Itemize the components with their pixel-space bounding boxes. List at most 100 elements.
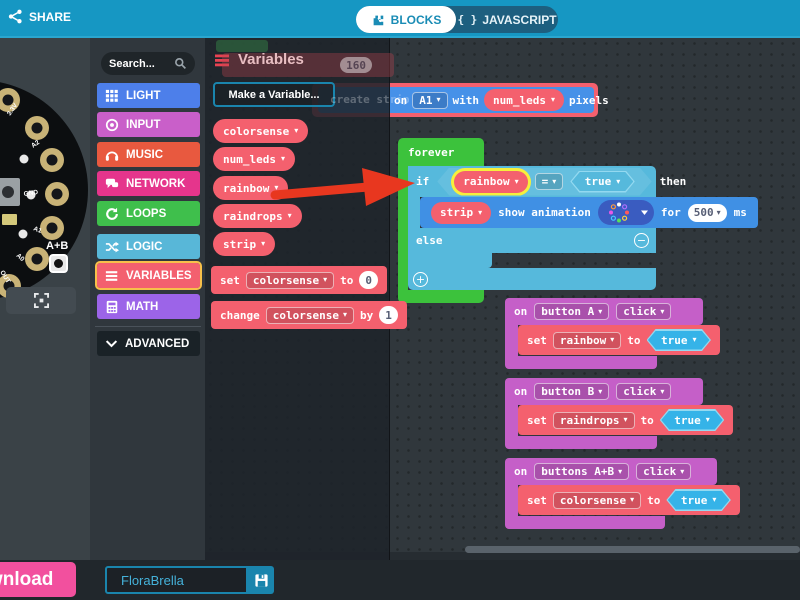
search-input[interactable]	[109, 57, 170, 70]
event-dropdown[interactable]: click▾	[616, 303, 672, 320]
variable-dropdown[interactable]: colorsense▾	[552, 491, 642, 509]
category-label: VARIABLES	[126, 269, 192, 282]
project-name-input[interactable]	[107, 572, 246, 588]
sidebar-item-loops[interactable]: LOOPS	[97, 201, 200, 226]
variable-name: strip	[223, 237, 257, 251]
event-spine	[505, 405, 518, 436]
variable-pill-colorsense[interactable]: colorsense▾	[213, 119, 309, 143]
pad-label: OUT	[0, 269, 12, 284]
dropdown-caret: ▾	[598, 306, 603, 316]
variable-pill-num-leds[interactable]: num_leds▾	[213, 147, 295, 171]
save-button[interactable]	[248, 566, 274, 594]
variable-dropdown[interactable]: rainbow▾	[552, 331, 622, 349]
sidebar-item-network[interactable]: NETWORK	[97, 171, 200, 196]
rainbow-condition-variable[interactable]: rainbow▾	[454, 171, 527, 193]
true-value-hexagon[interactable]: true▾	[647, 329, 712, 351]
if-block-header[interactable]: if rainbow▾ =▾ true▾ then	[408, 166, 686, 197]
on-buttons-ab-block[interactable]: on buttons A+B▾ click▾	[505, 458, 717, 485]
keyword-then: then	[659, 175, 687, 188]
variable-pill-rainbow[interactable]: rainbow▾	[213, 176, 289, 200]
make-variable-button[interactable]: Make a Variable...	[213, 82, 335, 107]
operator-dropdown[interactable]: =▾	[535, 173, 564, 190]
sidebar-item-music[interactable]: MUSIC	[97, 142, 200, 167]
project-name-field[interactable]	[105, 566, 248, 594]
remove-else-icon[interactable]: −	[634, 233, 649, 248]
else-empty-slot	[408, 253, 492, 268]
flyout-header: Variables	[214, 51, 304, 68]
event-value: click	[643, 465, 677, 478]
screenshot-button[interactable]	[6, 287, 76, 314]
dropdown-caret: ▾	[610, 335, 615, 344]
category-label: LOGIC	[126, 240, 163, 253]
sidebar-item-advanced[interactable]: ADVANCED	[97, 331, 200, 356]
set-colorsense-block[interactable]: set colorsense▾ to true▾	[518, 485, 740, 515]
sidebar-item-input[interactable]: INPUT	[97, 112, 200, 137]
dropdown-caret: ▾	[436, 95, 441, 104]
event-dropdown[interactable]: click▾	[636, 463, 692, 480]
flyout-change-block[interactable]: change colorsense▾ by 1	[211, 301, 407, 329]
set-raindrops-block[interactable]: set raindrops▾ to true▾	[518, 405, 734, 435]
true-value-hexagon[interactable]: true▾	[666, 489, 731, 511]
flyout-set-block[interactable]: set colorsense▾ to 0	[211, 266, 387, 294]
pin-dropdown[interactable]: A1▾	[412, 91, 448, 109]
button-dropdown[interactable]: buttons A+B▾	[534, 463, 630, 480]
keyword-to: to	[627, 333, 641, 347]
variable-dropdown[interactable]: colorsense▾	[245, 271, 335, 289]
dropdown-caret: ▾	[551, 95, 556, 104]
button-dropdown[interactable]: button A▾	[534, 303, 610, 320]
on-button-a-block[interactable]: on button A▾ click▾	[505, 298, 703, 325]
sidebar-item-logic[interactable]: LOGIC	[97, 234, 200, 259]
variable-pill-raindrops[interactable]: raindrops▾	[213, 204, 302, 228]
ab-simulator-button[interactable]	[49, 254, 68, 273]
share-icon	[8, 9, 22, 24]
set-rainbow-block[interactable]: set rainbow▾ to true▾	[518, 325, 721, 355]
target-icon	[105, 118, 119, 131]
download-button[interactable]: Download	[0, 562, 76, 597]
variable-dropdown[interactable]: colorsense▾	[265, 306, 354, 324]
button-dropdown[interactable]: button B▾	[534, 383, 610, 400]
else-row[interactable]: else −	[408, 228, 656, 253]
rainbow-animation-picker[interactable]	[597, 200, 654, 225]
button-value: button A	[541, 305, 595, 318]
variable-pill-strip[interactable]: strip▾	[213, 232, 276, 256]
dropdown-caret: ▾	[680, 466, 685, 476]
duration-dropdown[interactable]: 500▾	[687, 203, 727, 222]
headphones-icon	[105, 151, 119, 161]
button-dot	[54, 259, 63, 268]
variable-name: colorsense	[223, 124, 290, 138]
dropdown-caret: ▾	[598, 386, 603, 396]
true-value-hexagon[interactable]: true▾	[660, 409, 725, 431]
variable-name: num_leds	[493, 93, 546, 107]
on-button-b-block[interactable]: on button B▾ click▾	[505, 378, 703, 405]
value-field[interactable]: 1	[379, 306, 398, 324]
keyword-change: change	[220, 308, 260, 322]
keyword-by: by	[360, 308, 374, 322]
share-button[interactable]: SHARE	[8, 9, 71, 24]
event-bottom-bar	[505, 436, 657, 449]
forever-block[interactable]: forever	[398, 138, 484, 166]
sidebar-item-variables[interactable]: VARIABLES	[95, 261, 202, 290]
add-else-if-icon[interactable]: +	[413, 271, 428, 287]
editor-toggle: BLOCKS { } JAVASCRIPT	[356, 6, 558, 33]
canvas-scrollbar[interactable]	[465, 546, 800, 553]
strip-variable[interactable]: strip▾	[431, 201, 492, 224]
pad-label: A1	[32, 225, 43, 235]
tab-blocks[interactable]: BLOCKS	[356, 6, 456, 33]
sidebar-item-math[interactable]: MATH	[97, 294, 200, 319]
search-box[interactable]	[101, 52, 195, 75]
dropdown-caret: ▾	[660, 386, 665, 396]
event-dropdown[interactable]: click▾	[616, 383, 672, 400]
dropdown-caret: ▾	[616, 176, 621, 186]
dropdown-caret: ▾	[623, 415, 628, 424]
value-field[interactable]: 0	[359, 271, 378, 289]
dropdown-caret: ▾	[618, 466, 623, 476]
sidebar-item-light[interactable]: LIGHT	[97, 83, 200, 108]
variable-name: colorsense	[252, 273, 320, 287]
true-value-hexagon[interactable]: true▾	[570, 171, 635, 193]
tab-javascript[interactable]: { } JAVASCRIPT	[456, 6, 558, 33]
variable-dropdown[interactable]: raindrops▾	[552, 411, 635, 429]
pin-value: A1	[419, 93, 433, 107]
variables-icon	[215, 54, 229, 66]
show-animation-block[interactable]: strip▾ show animation for 500▾ ms	[420, 197, 758, 228]
num-leds-variable[interactable]: num_leds ▾	[484, 89, 565, 111]
